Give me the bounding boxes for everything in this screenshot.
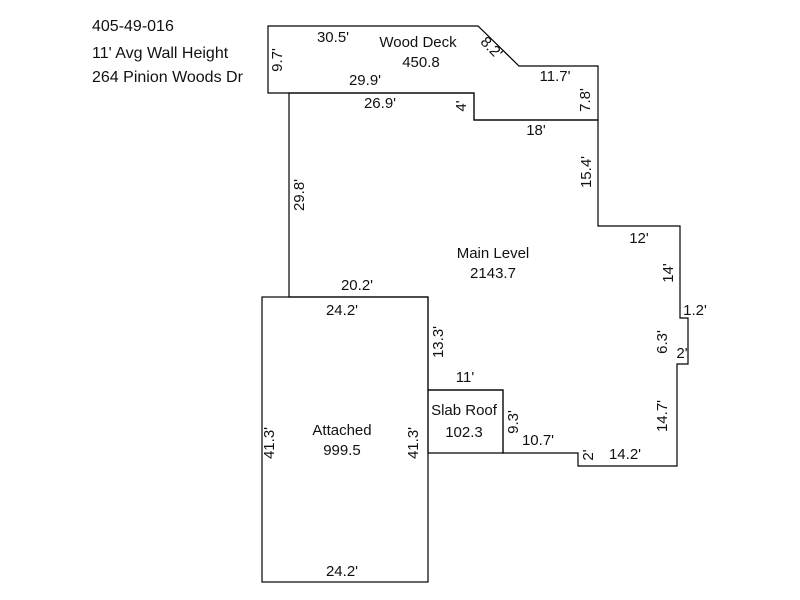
dim-deck-bottom: 29.9' bbox=[349, 72, 381, 89]
wood-deck-name: Wood Deck bbox=[379, 34, 457, 51]
dim-att-right: 41.3' bbox=[405, 427, 422, 459]
dim-main-14-2: 14.2' bbox=[609, 446, 641, 463]
slab-roof-name: Slab Roof bbox=[431, 402, 498, 419]
dim-main-top: 26.9' bbox=[364, 95, 396, 112]
attached-area: 999.5 bbox=[323, 442, 361, 459]
dim-main-2-right: 2' bbox=[676, 345, 687, 362]
dim-main-right-upper: 15.4' bbox=[578, 156, 595, 188]
dim-main-20-2: 20.2' bbox=[341, 277, 373, 294]
dim-main-14-7: 14.7' bbox=[654, 400, 671, 432]
main-level-name: Main Level bbox=[457, 245, 530, 262]
dim-slab-right: 9.3' bbox=[505, 410, 522, 434]
dim-deck-right-top: 11.7' bbox=[540, 68, 571, 85]
attached-name: Attached bbox=[312, 422, 371, 439]
address: 264 Pinion Woods Dr bbox=[92, 69, 244, 86]
wall-height-note: 11' Avg Wall Height bbox=[92, 45, 229, 62]
dim-att-bottom: 24.2' bbox=[326, 563, 358, 580]
attached-outline bbox=[261, 296, 429, 583]
dim-main-2-bottom: 2' bbox=[580, 449, 597, 460]
main-level-area: 2143.7 bbox=[470, 265, 516, 282]
dim-att-left: 41.3' bbox=[261, 427, 278, 459]
dim-main-left: 29.8' bbox=[291, 179, 308, 211]
slab-roof-outline bbox=[427, 389, 504, 454]
dim-main-1-2: 1.2' bbox=[683, 302, 707, 319]
dim-deck-right-side: 7.8' bbox=[577, 88, 594, 112]
parcel-id: 405-49-016 bbox=[92, 18, 174, 35]
dim-main-6-3: 6.3' bbox=[654, 330, 671, 354]
dim-main-13-3: 13.3' bbox=[430, 326, 447, 358]
dim-deck-left: 9.7' bbox=[269, 48, 286, 72]
dim-deck-top: 30.5' bbox=[317, 29, 349, 46]
dim-main-14: 14' bbox=[660, 263, 677, 283]
dim-main-step: 4' bbox=[453, 100, 470, 111]
dim-deck-diag: 8.2' bbox=[477, 33, 506, 62]
wood-deck-area: 450.8 bbox=[402, 54, 440, 71]
dim-main-10-7: 10.7' bbox=[522, 432, 554, 449]
dim-slab-top: 11' bbox=[456, 369, 475, 386]
dim-att-top: 24.2' bbox=[326, 302, 358, 319]
dim-main-12: 12' bbox=[629, 230, 649, 247]
dim-main-18: 18' bbox=[526, 122, 546, 139]
slab-roof-area: 102.3 bbox=[445, 424, 483, 441]
